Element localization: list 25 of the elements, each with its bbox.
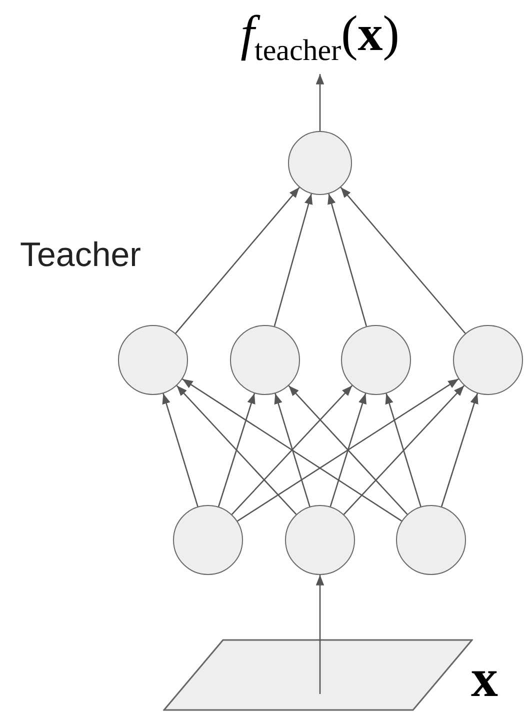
arrow [182, 378, 402, 522]
neuron-circle [288, 131, 352, 195]
network-label: Teacher [20, 236, 141, 275]
arrow [231, 385, 353, 515]
neuron-circle [118, 325, 188, 395]
arrow [343, 385, 465, 515]
arrow [274, 194, 313, 326]
arrow [175, 186, 300, 334]
arrow [328, 194, 368, 327]
arrow [385, 393, 422, 507]
arrow [330, 393, 366, 507]
arrow [340, 186, 466, 334]
arrow [316, 74, 324, 131]
neuron-circle [453, 325, 523, 395]
arrow [162, 393, 198, 507]
arrow [440, 393, 478, 507]
arrow [288, 385, 408, 515]
output-formula: f$_{teacher}$(x) [210, 8, 430, 66]
input-plane [163, 639, 473, 711]
arrow [316, 575, 324, 694]
arrow [274, 393, 310, 507]
arrow [237, 378, 459, 522]
variable-label: x [471, 651, 498, 705]
arrow [218, 393, 256, 507]
arrow [176, 385, 297, 515]
